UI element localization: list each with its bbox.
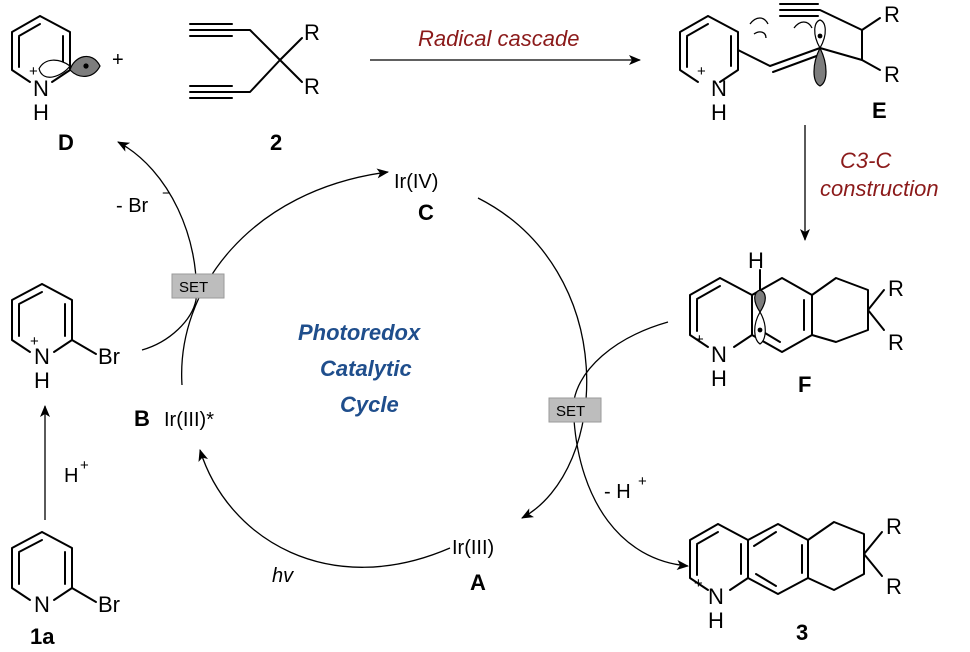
label-E: E [872, 98, 887, 123]
minus-h-charge: + [638, 473, 647, 490]
cycle-title-line1: Photoredox [298, 320, 421, 345]
minus-br-label: - Br [116, 195, 149, 217]
set-label-right: SET [556, 403, 585, 420]
c3c-label-line2: construction [820, 176, 939, 201]
atom-N: N [33, 76, 49, 101]
atom-H: H [34, 368, 50, 393]
substituent-R: R [304, 20, 320, 45]
atom-N: N [34, 344, 50, 369]
set-label-left: SET [179, 279, 208, 296]
radical-dot-icon [817, 33, 823, 39]
compound-2: R R 2 [189, 20, 320, 155]
hv-label: hv [272, 565, 294, 587]
set-incoming-arrow [573, 321, 669, 401]
label-D: D [58, 130, 74, 155]
cycle-title-line3: Cycle [340, 392, 399, 417]
label-1a: 1a [30, 624, 55, 649]
radical-dot-icon [757, 327, 763, 333]
atom-H: H [33, 100, 49, 125]
cycle-arrow-reduction [477, 197, 588, 519]
atom-N: N [34, 592, 50, 617]
substituent-R: R [304, 74, 320, 99]
label-2: 2 [270, 130, 282, 155]
compound-1a: N Br 1a [11, 531, 120, 649]
atom-Br: Br [98, 592, 120, 617]
substituent-R: R [886, 574, 902, 599]
label-C: C [418, 200, 434, 225]
compound-3: N + H R R 3 [689, 514, 902, 645]
substituent-R: R [888, 276, 904, 301]
state-ir-iv: Ir(IV) [394, 171, 438, 193]
label-B: B [134, 406, 150, 431]
substituent-R: R [884, 62, 900, 87]
charge-plus: + [29, 63, 38, 80]
compound-D: N + H D [11, 15, 101, 155]
atom-H: H [711, 100, 727, 125]
charge-plus: + [695, 331, 704, 348]
cycle-arrow-excitation [198, 449, 451, 568]
state-ir-iii-star: Ir(III)* [164, 409, 214, 431]
compound-F: H N + H R R F [689, 248, 904, 397]
substituent-R: R [884, 2, 900, 27]
h-plus-label: H [64, 465, 78, 487]
substituent-R: R [888, 330, 904, 355]
atom-Br: Br [98, 344, 120, 369]
p-orbital-icon [754, 289, 766, 314]
atom-H: H [748, 248, 764, 273]
set-box-right: SET [548, 397, 602, 423]
radical-dot-icon [83, 63, 89, 69]
c3c-label-line1: C3-C [840, 148, 891, 173]
p-orbital-icon [38, 59, 71, 78]
atom-H: H [708, 608, 724, 633]
compound-E: N + H R R E [679, 2, 900, 125]
electron-arrows-icon [749, 17, 813, 39]
photoredox-cycle: Ir(IV) C B Ir(III)* Ir(III) A hv - Br − … [116, 141, 689, 595]
plus-sign: + [112, 49, 124, 71]
cycle-arrow-oxidation [181, 168, 389, 386]
atom-N: N [708, 584, 724, 609]
state-ir-iii: Ir(III) [452, 537, 494, 559]
set-box-left: SET [171, 273, 225, 299]
charge-plus: + [30, 333, 39, 350]
radical-cascade-label: Radical cascade [418, 26, 579, 51]
compound-1a-protonated: N + H Br [11, 283, 120, 393]
minus-br-charge: − [162, 185, 171, 202]
label-A: A [470, 570, 486, 595]
charge-plus: + [694, 575, 703, 592]
atom-H: H [711, 366, 727, 391]
label-3: 3 [796, 620, 808, 645]
atom-N: N [711, 76, 727, 101]
deprotonation-arrow [573, 419, 689, 571]
charge-plus: + [697, 63, 706, 80]
p-orbital-icon [813, 46, 827, 87]
label-F: F [798, 372, 811, 397]
bromide-loss-arrow [117, 141, 197, 351]
minus-h-label: - H [604, 481, 631, 503]
cycle-title-line2: Catalytic [320, 356, 412, 381]
substituent-R: R [886, 514, 902, 539]
h-plus-charge: + [80, 457, 89, 474]
atom-N: N [711, 342, 727, 367]
